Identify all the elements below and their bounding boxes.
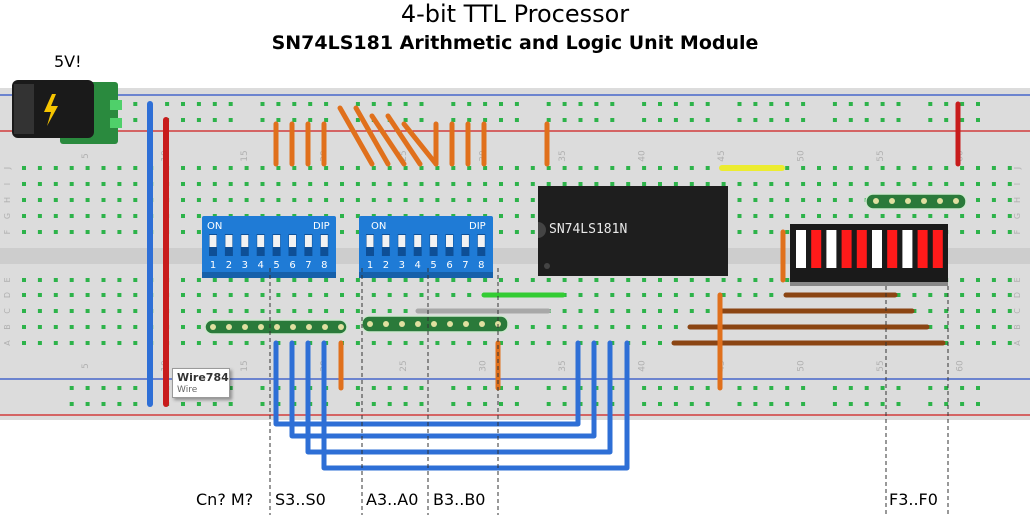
- dip-number: 6: [289, 260, 295, 271]
- dip-number: 4: [415, 260, 421, 271]
- dip-number: 7: [305, 260, 311, 271]
- label-b: B3..B0: [433, 490, 486, 509]
- row-letter: E: [3, 277, 12, 282]
- column-number: 5: [81, 153, 91, 159]
- row-letter: E: [1013, 277, 1022, 282]
- column-number: 25: [399, 150, 409, 161]
- row-letter: F: [1013, 229, 1022, 234]
- column-number: 15: [240, 150, 250, 161]
- column-number: 30: [479, 360, 489, 372]
- column-number: 25: [399, 360, 409, 371]
- label-a: A3..A0: [366, 490, 419, 509]
- led-segment: [932, 230, 943, 268]
- dip-number: 3: [242, 260, 248, 271]
- tooltip-type: Wire: [177, 385, 198, 395]
- label-cn-m: Cn? M?: [196, 490, 254, 509]
- row-letter: C: [1013, 308, 1022, 314]
- row-letter: J: [3, 167, 12, 170]
- dip-dip-label: DIP: [469, 221, 486, 232]
- row-letter: D: [1013, 292, 1022, 298]
- row-letter: H: [3, 197, 12, 203]
- led-segment: [856, 230, 867, 268]
- column-number: 55: [876, 150, 886, 161]
- column-number: 35: [558, 360, 568, 371]
- lightning-bolt-icon: [44, 94, 58, 126]
- subtitle: SN74LS181 Arithmetic and Logic Unit Modu…: [271, 32, 759, 54]
- row-letter: G: [1013, 213, 1022, 219]
- dip-number: 5: [430, 260, 436, 271]
- dip-number: 6: [446, 260, 452, 271]
- dip-dip-label: DIP: [313, 221, 330, 232]
- power-label: 5V!: [54, 52, 82, 71]
- orange-jumpers-top: [273, 105, 550, 167]
- column-number: 5: [81, 363, 91, 369]
- column-number: 60: [956, 360, 966, 372]
- column-number: 50: [797, 150, 807, 162]
- main-title: 4-bit TTL Processor: [400, 0, 630, 28]
- row-letter: I: [1013, 183, 1022, 185]
- led-segment: [902, 230, 913, 268]
- dip-number: 2: [226, 260, 232, 271]
- guide-lines: [269, 268, 949, 515]
- row-letter: A: [3, 340, 12, 346]
- column-number: 40: [638, 150, 648, 162]
- row-letter: I: [3, 183, 12, 185]
- column-number: 45: [717, 150, 727, 161]
- wire-tooltip: Wire784 Wire: [172, 368, 230, 398]
- dip-on-label: ON: [207, 221, 222, 232]
- row-letter: C: [3, 308, 12, 314]
- dip-switch-ab-levers: [366, 234, 486, 256]
- chip-label: SN74LS181N: [549, 222, 627, 237]
- power-jack[interactable]: [12, 80, 122, 144]
- dip-number: 4: [258, 260, 264, 271]
- dip-number: 5: [273, 260, 279, 271]
- dip-number: 8: [478, 260, 484, 271]
- column-number: 40: [638, 360, 648, 372]
- led-segment: [872, 230, 882, 268]
- resistor-network-right: [865, 193, 967, 210]
- led-segment: [917, 230, 928, 268]
- resistor-network-left: [204, 319, 348, 335]
- led-segment: [796, 230, 806, 268]
- dip-number: 1: [210, 260, 216, 271]
- column-number: 35: [558, 150, 568, 161]
- dip-switch-s-levers: [209, 234, 329, 256]
- column-number: 50: [797, 360, 807, 372]
- led-segment: [887, 230, 898, 268]
- dip-on-label: ON: [371, 221, 386, 232]
- row-letter: F: [3, 229, 12, 234]
- label-f: F3..F0: [889, 490, 938, 509]
- led-bar-graph: [790, 224, 948, 286]
- row-letter: A: [1013, 340, 1022, 346]
- column-number: 15: [240, 360, 250, 371]
- blue-wires-bottom: [273, 340, 630, 471]
- row-letter: J: [1013, 167, 1022, 170]
- row-letter: D: [3, 292, 12, 298]
- row-letters: J J I I H H G G F F E E D D C C B B A A: [3, 167, 1022, 346]
- tooltip-name: Wire784: [177, 371, 229, 384]
- row-letter: H: [1013, 197, 1022, 203]
- led-segment: [841, 230, 852, 268]
- led-segment: [826, 230, 837, 268]
- row-letter: B: [3, 324, 12, 330]
- dip-number: 2: [383, 260, 389, 271]
- dip-number: 7: [462, 260, 468, 271]
- row-letter: B: [1013, 324, 1022, 330]
- dip-number: 3: [399, 260, 405, 271]
- resistor-network-middle: [361, 315, 509, 333]
- column-number: 55: [876, 360, 886, 371]
- led-segment: [811, 230, 822, 268]
- alu-chip: SN74LS181N: [538, 186, 728, 276]
- dip-number: 8: [321, 260, 327, 271]
- dip-number: 1: [367, 260, 373, 271]
- label-s: S3..S0: [275, 490, 326, 509]
- row-letter: G: [3, 213, 12, 219]
